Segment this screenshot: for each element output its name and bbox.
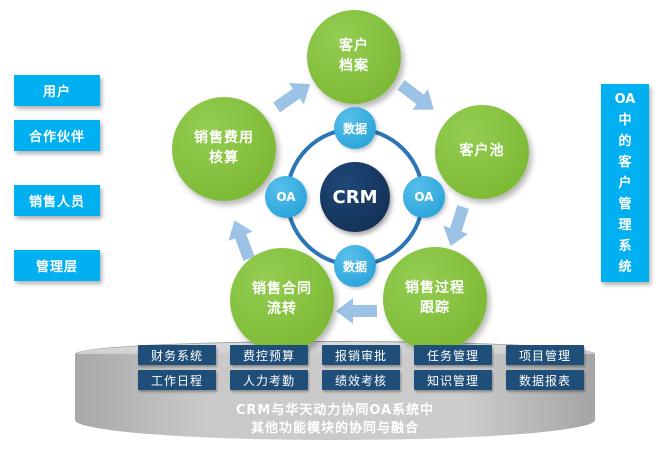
left-item-sales-staff: 销售人员 [14,185,100,216]
platform-cylinder-body [75,354,595,440]
right-panel-oa-customer-management: OA 中 的 客 户 管 理 系 统 [601,84,649,282]
module-performance-review: 绩效考核 [322,370,400,390]
node-customer-pool: 客户池 [435,105,529,199]
arrow-expense-to-archive-icon [273,83,311,113]
platform-caption-line2: 其他功能模块的协同与融合 [250,421,419,436]
module-expense-budget: 费控预算 [230,345,308,365]
left-item-users: 用户 [14,75,100,106]
module-data-reports: 数据报表 [506,370,584,390]
connector-oa-left: OA [265,176,307,218]
platform-caption-line1: CRM与华天动力协同OA系统中 [235,403,435,418]
module-finance-system: 财务系统 [138,345,216,365]
module-knowledge-management: 知识管理 [414,370,492,390]
crm-hub: CRM [320,162,390,232]
node-customer-archive: 客户 档案 [307,10,401,104]
module-work-schedule: 工作日程 [138,370,216,390]
module-reimbursement-approval: 报销审批 [322,345,400,365]
left-item-partners: 合作伙伴 [14,120,100,151]
connector-data-bottom: 数据 [334,245,376,287]
module-project-management: 项目管理 [506,345,584,365]
node-sales-contract-flow: 销售合同 流转 [230,248,334,352]
connector-oa-right: OA [403,176,445,218]
arrow-pool-to-tracking-icon [443,205,469,246]
arrow-tracking-to-contract-icon [336,298,377,324]
left-item-management: 管理层 [14,250,100,281]
module-hr-attendance: 人力考勤 [230,370,308,390]
node-sales-expense-accounting: 销售费用 核算 [172,97,276,201]
node-sales-process-tracking: 销售过程 跟踪 [383,247,487,351]
module-task-management: 任务管理 [414,345,492,365]
connector-data-top: 数据 [334,107,376,149]
arrow-archive-to-pool-icon [397,80,434,110]
